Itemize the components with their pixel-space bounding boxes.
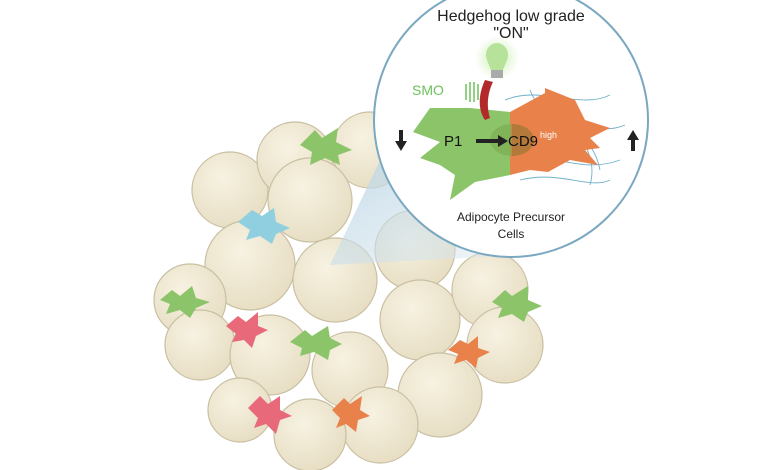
pink-precursor-cell (226, 312, 292, 434)
cd9-cell (510, 88, 610, 175)
blue-precursor-cell (238, 208, 290, 244)
title-line-2: "ON" (493, 25, 528, 42)
light-bulb-icon (475, 36, 519, 80)
p1-label: P1 (444, 133, 462, 150)
down-arrow-icon (395, 130, 407, 151)
receptor (479, 80, 493, 120)
smo-receptor-icon (465, 82, 479, 102)
p1-cell (413, 108, 510, 200)
transition-arrow-icon (476, 135, 508, 147)
caption-line-2: Cells (498, 227, 525, 241)
up-arrow-icon (627, 130, 639, 151)
green-precursor-cell (160, 128, 542, 360)
title-line-1: Hedgehog low grade (437, 8, 585, 25)
cd9-superscript: high (540, 130, 557, 140)
smo-label: SMO (412, 82, 444, 98)
cd9-label: CD9 (508, 133, 538, 150)
caption-line-1: Adipocyte Precursor (457, 210, 565, 224)
orange-precursor-cell (332, 336, 490, 432)
